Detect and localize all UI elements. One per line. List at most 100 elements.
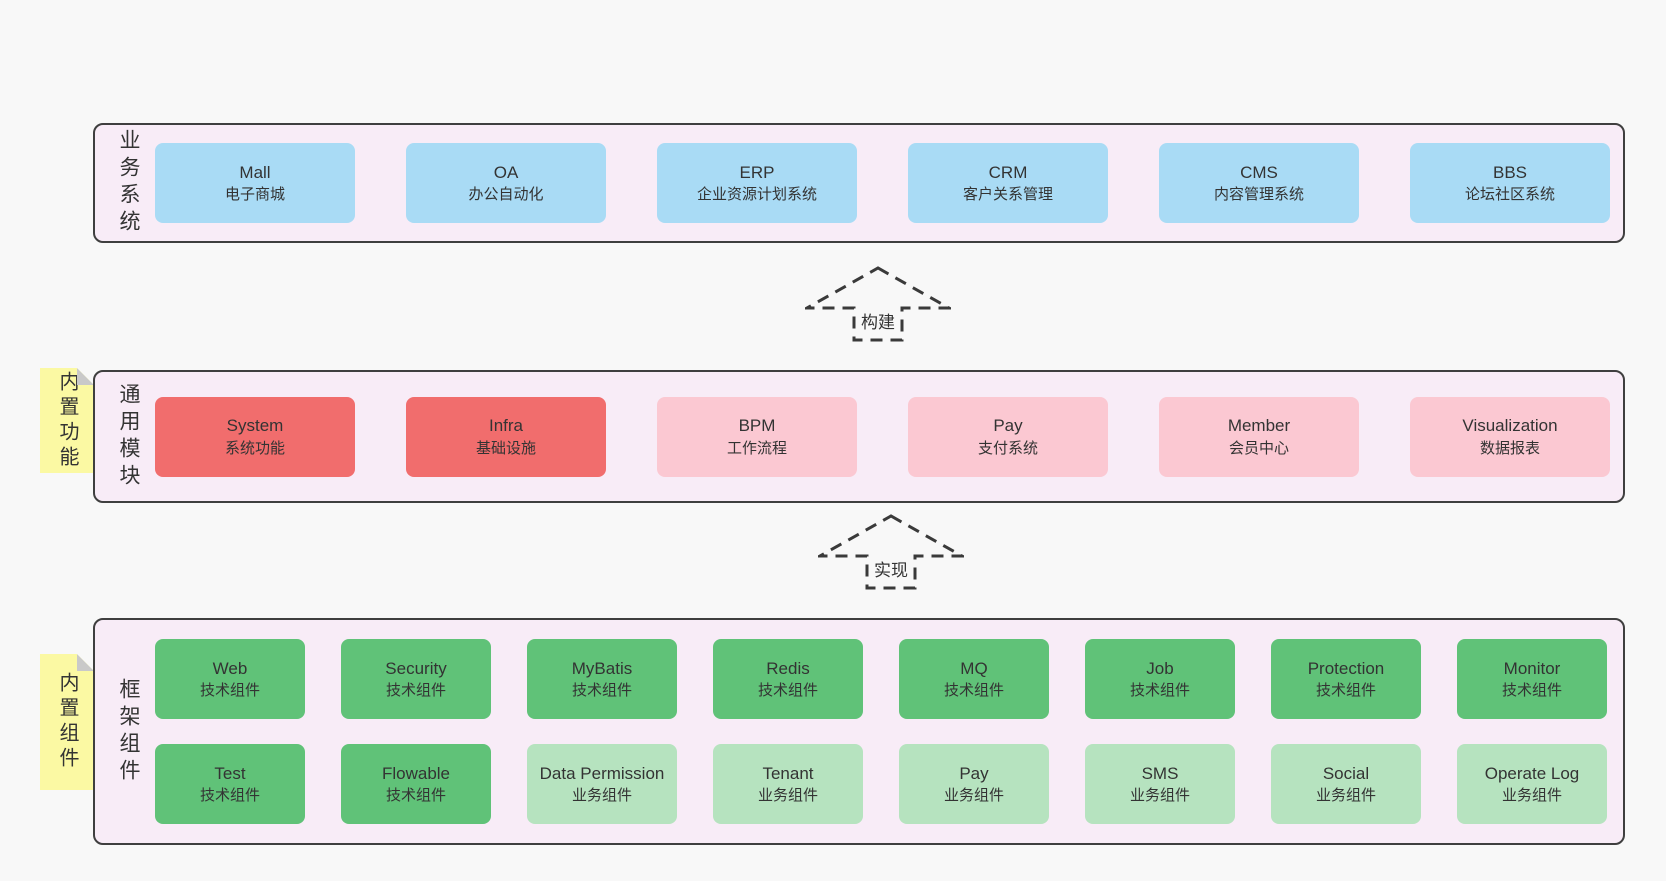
box-member: Member 会员中心 [1159,396,1359,477]
box-operate-log: Operate Log 业务组件 [1457,744,1607,824]
box-subtitle: 技术组件 [385,682,446,700]
box-name: Protection [1307,658,1385,678]
box-subtitle: 基础设施 [475,439,536,457]
arrow-label: 实现 [874,561,908,580]
box-data-permission: Data Permission 业务组件 [527,744,677,824]
box-subtitle: 业务组件 [571,787,632,805]
box-name: Pay [993,416,1023,436]
box-mybatis: MyBatis 技术组件 [527,639,677,719]
box-subtitle: 数据报表 [1479,439,1540,457]
box-name: Job [1146,658,1174,678]
box-row: System 系统功能 Infra 基础设施 BPM 工作流程 Pay 支付系统… [155,396,1623,477]
sticky-note-built-in-features: 内置功能 [40,368,94,473]
box-mall: Mall 电子商城 [155,143,355,223]
box-name: BBS [1492,162,1528,182]
box-name: Mall [239,162,271,182]
box-name: CMS [1240,162,1278,182]
box-name: Redis [766,658,810,678]
box-sms: SMS 业务组件 [1085,744,1235,824]
section-framework-components: 框架组件 Web 技术组件 Security 技术组件 MyBatis 技术组件… [93,618,1625,845]
folded-corner [77,368,94,385]
box-security: Security 技术组件 [341,639,491,719]
box-subtitle: 技术组件 [1315,682,1376,700]
box-name: Data Permission [539,763,665,783]
box-subtitle: 技术组件 [385,787,446,805]
box-subtitle: 技术组件 [199,787,260,805]
box-subtitle: 论坛社区系统 [1464,186,1555,204]
box-name: Flowable [381,763,451,783]
section-label: 通用模块 [117,382,140,491]
section-inner: 通用模块 System 系统功能 Infra 基础设施 BPM 工作流程 Pay… [95,372,1623,501]
box-name: Pay [959,763,989,783]
sticky-note-label: 内置组件 [56,672,78,772]
box-redis: Redis 技术组件 [713,639,863,719]
box-subtitle: 办公自动化 [468,186,544,204]
box-name: Web [212,658,248,678]
box-name: Test [214,763,246,783]
box-subtitle: 业务组件 [1501,787,1562,805]
box-name: SMS [1141,763,1179,783]
arrow-up-implement: 实现 [818,514,964,590]
section-inner: 框架组件 Web 技术组件 Security 技术组件 MyBatis 技术组件… [95,620,1623,843]
box-grid: Web 技术组件 Security 技术组件 MyBatis 技术组件 Redi… [155,639,1623,824]
box-subtitle: 工作流程 [726,439,787,457]
box-subtitle: 支付系统 [977,439,1038,457]
box-name: Infra [488,416,524,436]
box-job: Job 技术组件 [1085,639,1235,719]
box-subtitle: 技术组件 [571,682,632,700]
sticky-note-built-in-components: 内置组件 [40,654,94,790]
box-row: Test 技术组件 Flowable 技术组件 Data Permission … [155,744,1623,824]
box-pay-business: Pay 业务组件 [899,744,1049,824]
box-subtitle: 业务组件 [1315,787,1376,805]
box-name: Operate Log [1484,763,1580,783]
box-subtitle: 系统功能 [224,439,285,457]
box-infra: Infra 基础设施 [406,396,606,477]
box-cms: CMS 内容管理系统 [1159,143,1359,223]
box-name: Security [385,658,447,678]
box-subtitle: 业务组件 [943,787,1004,805]
box-crm: CRM 客户关系管理 [908,143,1108,223]
box-test: Test 技术组件 [155,744,305,824]
box-row: Mall 电子商城 OA 办公自动化 ERP 企业资源计划系统 CRM 客户关系… [155,143,1623,223]
box-subtitle: 内容管理系统 [1213,186,1304,204]
box-subtitle: 技术组件 [1129,682,1190,700]
box-bbs: BBS 论坛社区系统 [1410,143,1610,223]
section-common-modules: 通用模块 System 系统功能 Infra 基础设施 BPM 工作流程 Pay… [93,370,1625,503]
box-subtitle: 技术组件 [757,682,818,700]
box-subtitle: 技术组件 [199,682,260,700]
box-name: Visualization [1462,416,1558,436]
box-erp: ERP 企业资源计划系统 [657,143,857,223]
section-business-systems: 业务系统 Mall 电子商城 OA 办公自动化 ERP 企业资源计划系统 CRM… [93,123,1625,243]
box-system: System 系统功能 [155,396,355,477]
box-name: MyBatis [571,658,633,678]
dashed-up-arrow-icon [818,514,964,590]
box-protection: Protection 技术组件 [1271,639,1421,719]
box-name: Member [1227,416,1291,436]
box-subtitle: 企业资源计划系统 [696,186,817,204]
box-name: BPM [738,416,776,436]
box-name: System [226,416,284,436]
box-pay: Pay 支付系统 [908,396,1108,477]
box-subtitle: 技术组件 [943,682,1004,700]
box-name: OA [493,162,519,182]
box-name: Tenant [762,763,814,783]
box-oa: OA 办公自动化 [406,143,606,223]
arrow-label: 构建 [861,313,895,332]
box-social: Social 业务组件 [1271,744,1421,824]
arrow-up-build: 构建 [805,266,951,342]
box-subtitle: 会员中心 [1228,439,1289,457]
box-mq: MQ 技术组件 [899,639,1049,719]
box-subtitle: 业务组件 [757,787,818,805]
box-monitor: Monitor 技术组件 [1457,639,1607,719]
box-bpm: BPM 工作流程 [657,396,857,477]
dashed-up-arrow-icon [805,266,951,342]
box-subtitle: 客户关系管理 [962,186,1053,204]
box-visualization: Visualization 数据报表 [1410,396,1610,477]
box-subtitle: 技术组件 [1501,682,1562,700]
box-name: CRM [988,162,1028,182]
section-inner: 业务系统 Mall 电子商城 OA 办公自动化 ERP 企业资源计划系统 CRM… [95,125,1623,241]
box-subtitle: 业务组件 [1129,787,1190,805]
section-label: 业务系统 [117,129,140,237]
box-row: Web 技术组件 Security 技术组件 MyBatis 技术组件 Redi… [155,639,1623,719]
sticky-note-label: 内置功能 [56,370,78,471]
